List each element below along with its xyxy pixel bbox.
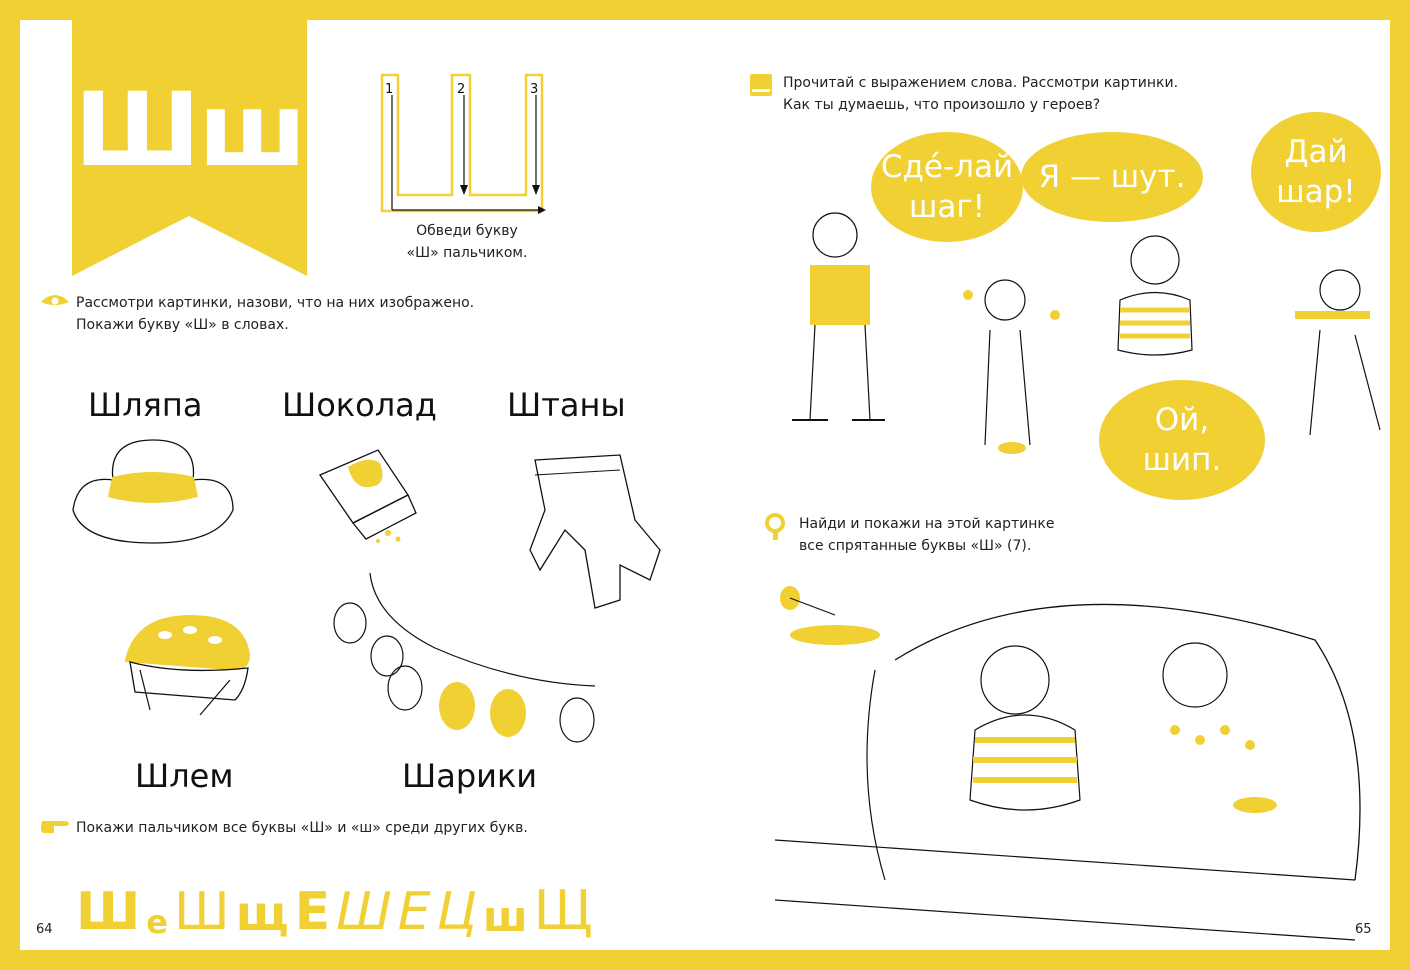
speech-bubble-4: Ой, шип. <box>1099 380 1265 500</box>
speech-bubble-1-line1: Сде́-лай <box>880 149 1014 185</box>
page-number-left: 64 <box>36 922 53 937</box>
balloons-illustration <box>333 572 596 743</box>
letter-5: Е <box>294 882 331 942</box>
speech-bubble-3-line1: Дай <box>1284 134 1348 170</box>
read-instruction-line1: Прочитай с выражением слова. Рассмотри к… <box>783 75 1179 91</box>
speech-bubble-4-line1: Ой, <box>1154 402 1210 438</box>
tracing-caption-line1: Обведи букву <box>416 223 518 239</box>
letter-4: щ <box>235 886 289 942</box>
search-instruction-line1: Найди и покажи на этой картинке <box>799 516 1055 532</box>
word-pants: Штаны <box>507 386 626 424</box>
word-chocolate: Шоколад <box>282 386 437 424</box>
helmet-illustration <box>125 615 250 716</box>
word-helmet: Шлем <box>135 757 234 795</box>
look-instruction: Рассмотри картинки, назови, что на них и… <box>41 292 596 336</box>
right-page: Прочитай с выражением слова. Рассмотри к… <box>725 20 1390 950</box>
word-balloons: Шарики <box>402 757 538 795</box>
pants-illustration <box>529 454 661 609</box>
tracing-caption: Обведи букву «Ш» пальчиком. <box>382 220 552 264</box>
search-instruction: Найди и покажи на этой картинке все спря… <box>765 513 1219 557</box>
read-instruction-line2: Как ты думаешь, что произошло у героев? <box>783 97 1101 113</box>
banner-shape <box>72 20 307 276</box>
speech-bubble-3: Дай шар! <box>1251 112 1381 232</box>
stroke-number-2: 2 <box>457 82 465 97</box>
letter-9: ш <box>483 892 528 941</box>
find-instruction: Покажи пальчиком все буквы «Ш» и «ш» сре… <box>41 817 636 839</box>
tracing-caption-line2: «Ш» пальчиком. <box>406 245 528 261</box>
letter-banner: Шш <box>72 20 307 280</box>
stroke-number-1: 1 <box>385 82 393 97</box>
speech-bubble-1: Сде́-лай шаг! <box>871 132 1023 242</box>
speech-bubble-1-line2: шаг! <box>908 189 986 225</box>
magnifier-icon <box>765 513 785 540</box>
left-page: Шш 1 2 3 Обведи букву «Ш» пальчиком. Рас… <box>20 20 715 950</box>
letter-8: Ц <box>436 882 477 942</box>
pointing-hand-icon <box>41 821 69 833</box>
letter-tracing-diagram: 1 2 3 <box>380 73 546 214</box>
page-number-right: 65 <box>1355 922 1372 937</box>
find-instruction-line1: Покажи пальчиком все буквы «Ш» и «ш» сре… <box>76 820 528 836</box>
bedroom-illustration <box>774 586 1361 941</box>
speech-bubble-3-line2: шар! <box>1276 174 1356 210</box>
speech-bubble-4-line2: шип. <box>1142 442 1222 478</box>
speech-bubble-2-text: Я — шут. <box>1038 159 1186 195</box>
hat-illustration <box>72 439 234 544</box>
stroke-number-3: 3 <box>530 82 538 97</box>
letters-row: Ш е Ш щ Е Ш Е Ц ш Щ <box>76 858 593 942</box>
read-instruction: Прочитай с выражением слова. Рассмотри к… <box>750 72 1283 116</box>
letter-1: Ш <box>76 882 141 942</box>
speech-bubble-2: Я — шут. <box>1021 132 1203 222</box>
banner-letters: Шш <box>74 71 306 190</box>
letter-3: Ш <box>173 882 230 942</box>
search-instruction-line2: все спрятанные буквы «Ш» (7). <box>799 538 1032 554</box>
characters-illustration <box>792 212 1381 454</box>
book-icon <box>750 74 772 96</box>
letter-6: Ш <box>336 882 392 942</box>
look-instruction-line1: Рассмотри картинки, назови, что на них и… <box>76 295 475 311</box>
look-instruction-line2: Покажи букву «Ш» в словах. <box>76 317 289 333</box>
letter-10: Щ <box>533 879 593 942</box>
eye-icon <box>41 295 69 305</box>
letter-7: Е <box>397 882 431 942</box>
letter-2: е <box>146 903 168 941</box>
chocolate-illustration <box>319 449 417 543</box>
word-hat: Шляпа <box>88 386 203 424</box>
